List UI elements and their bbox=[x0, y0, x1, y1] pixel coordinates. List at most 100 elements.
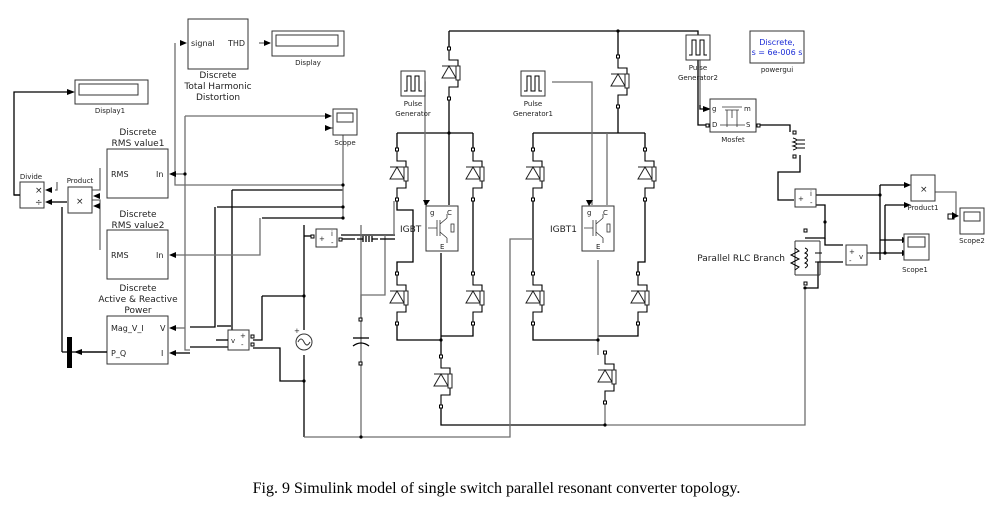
igbt1-port-c: C bbox=[603, 209, 608, 217]
product-block[interactable]: Product × bbox=[67, 177, 100, 214]
powergui-mode: Discrete, bbox=[759, 38, 795, 47]
mosfet-port-g: g bbox=[712, 105, 716, 113]
igbt1-port-g: g bbox=[587, 209, 591, 217]
diode-icon[interactable] bbox=[637, 147, 657, 202]
pulse-label-2: Generator bbox=[395, 110, 431, 118]
rms2-label-1: Discrete bbox=[119, 210, 157, 220]
power-port-pq: P_Q bbox=[111, 349, 126, 358]
igbt-block[interactable]: g C E IGBT bbox=[400, 200, 459, 252]
diode-icon[interactable] bbox=[630, 271, 650, 326]
vm2-minus: - bbox=[849, 257, 852, 265]
cm2-plus: + bbox=[798, 195, 804, 203]
power-port-i: I bbox=[161, 349, 163, 358]
display-block[interactable]: Display bbox=[264, 30, 345, 67]
active-reactive-power-block[interactable]: Discrete Active & Reactive Power Mag_V_I… bbox=[74, 284, 190, 365]
rms1-port-rms: RMS bbox=[111, 170, 129, 179]
product-label: Product bbox=[67, 177, 94, 185]
divide-block[interactable]: Divide × ÷ bbox=[14, 173, 67, 209]
divide-op-multiply: × bbox=[35, 186, 43, 196]
scope1-label: Scope1 bbox=[902, 266, 928, 274]
current-measurement2-block[interactable]: + i - bbox=[794, 188, 817, 208]
current-measurement-block[interactable]: + i - bbox=[304, 228, 395, 248]
ac-voltage-source[interactable]: + bbox=[294, 327, 313, 351]
rlc-label: Parallel RLC Branch bbox=[697, 254, 785, 264]
diodes bbox=[389, 46, 657, 409]
vm2-v: v bbox=[859, 253, 863, 261]
igbt-port-c: C bbox=[447, 209, 452, 217]
pulse1-label-1: Pulse bbox=[524, 100, 542, 108]
cm2-i: i bbox=[810, 190, 812, 198]
rms-value2-block[interactable]: Discrete RMS value2 RMS In bbox=[106, 210, 261, 280]
scope2-block[interactable]: Scope2 bbox=[947, 207, 985, 245]
divide-label: Divide bbox=[20, 173, 42, 181]
product-op: × bbox=[76, 197, 84, 207]
rms2-port-rms: RMS bbox=[111, 251, 129, 260]
mosfet-port-s: S bbox=[746, 121, 751, 129]
display1-block[interactable]: Display1 bbox=[67, 79, 149, 115]
power-label-3: Power bbox=[124, 306, 152, 316]
diode-icon[interactable] bbox=[597, 350, 617, 405]
igbt1-block[interactable]: g C E IGBT1 bbox=[550, 200, 615, 252]
scope1-block[interactable]: Scope1 bbox=[902, 233, 930, 274]
power-label-1: Discrete bbox=[119, 284, 157, 294]
powergui-block[interactable]: Discrete, s = 6e-006 s powergui bbox=[749, 30, 805, 74]
series-inductor[interactable] bbox=[791, 130, 805, 159]
rms2-port-in: In bbox=[156, 251, 163, 260]
product1-op: × bbox=[920, 185, 928, 195]
rms1-label-2: RMS value1 bbox=[112, 139, 165, 149]
scope2-label: Scope2 bbox=[959, 237, 985, 245]
powergui-sample-time: s = 6e-006 s bbox=[752, 48, 803, 57]
parallel-rlc-branch[interactable]: Parallel RLC Branch bbox=[697, 228, 822, 286]
igbt1-port-e: E bbox=[596, 243, 600, 251]
thd-block[interactable]: signal THD Discrete Total Harmonic Disto… bbox=[180, 18, 252, 103]
power-port-mag: Mag_V_I bbox=[111, 324, 144, 333]
cm-i: i bbox=[331, 230, 333, 238]
pulse-generator-block[interactable]: Pulse Generator bbox=[395, 70, 431, 118]
diode-icon[interactable] bbox=[465, 271, 485, 326]
thd-label-1: Discrete bbox=[199, 71, 237, 81]
pulse-label-1: Pulse bbox=[404, 100, 422, 108]
divide-op-divide: ÷ bbox=[35, 198, 43, 208]
scope-label: Scope bbox=[334, 139, 355, 147]
power-port-v: V bbox=[160, 324, 166, 333]
scope-block[interactable]: Scope bbox=[325, 108, 358, 147]
diode-icon[interactable] bbox=[610, 54, 630, 109]
vm-v: v bbox=[231, 337, 235, 345]
rms1-port-in: In bbox=[156, 170, 163, 179]
diode-icon[interactable] bbox=[525, 147, 545, 202]
igbt-port-e: E bbox=[440, 243, 444, 251]
pulse1-label-2: Generator1 bbox=[513, 110, 553, 118]
diode-icon[interactable] bbox=[389, 147, 409, 202]
diode-icon[interactable] bbox=[465, 147, 485, 202]
thd-label-2: Total Harmonic bbox=[183, 82, 251, 92]
thd-label-3: Distortion bbox=[196, 93, 240, 103]
demux-bar[interactable] bbox=[67, 337, 72, 368]
pulse-generator2-block[interactable]: Pulse Generator2 bbox=[678, 34, 718, 82]
pulse2-label-2: Generator2 bbox=[678, 74, 718, 82]
vm-minus: - bbox=[241, 341, 244, 349]
vm2-plus: + bbox=[849, 248, 855, 256]
diode-icon[interactable] bbox=[433, 354, 453, 409]
thd-port-signal: signal bbox=[191, 39, 215, 48]
diode-icon[interactable] bbox=[441, 46, 461, 101]
mosfet-port-d: D bbox=[712, 121, 717, 129]
powergui-label: powergui bbox=[761, 66, 793, 74]
mosfet-port-m: m bbox=[744, 105, 751, 113]
rms2-label-2: RMS value2 bbox=[112, 221, 165, 231]
pulse-generator1-block[interactable]: Pulse Generator1 bbox=[513, 70, 553, 118]
display1-label: Display1 bbox=[95, 107, 125, 115]
rms-value1-block[interactable]: Discrete RMS value1 RMS In bbox=[106, 128, 176, 199]
ac-source-plus: + bbox=[294, 327, 300, 335]
power-label-2: Active & Reactive bbox=[98, 295, 178, 305]
diode-icon[interactable] bbox=[525, 271, 545, 326]
cm2-minus: - bbox=[810, 199, 813, 207]
voltage-measurement2-block[interactable]: + - v bbox=[845, 244, 868, 266]
diode-icon[interactable] bbox=[389, 271, 409, 326]
vm-plus: + bbox=[240, 332, 246, 340]
voltage-measurement-block[interactable]: v + - bbox=[216, 329, 255, 351]
dc-capacitor[interactable] bbox=[352, 317, 370, 366]
pulse2-label-1: Pulse bbox=[689, 64, 707, 72]
mosfet-block[interactable]: g m D S Mosfet bbox=[699, 98, 761, 144]
product1-block[interactable]: × Product1 bbox=[904, 174, 939, 212]
